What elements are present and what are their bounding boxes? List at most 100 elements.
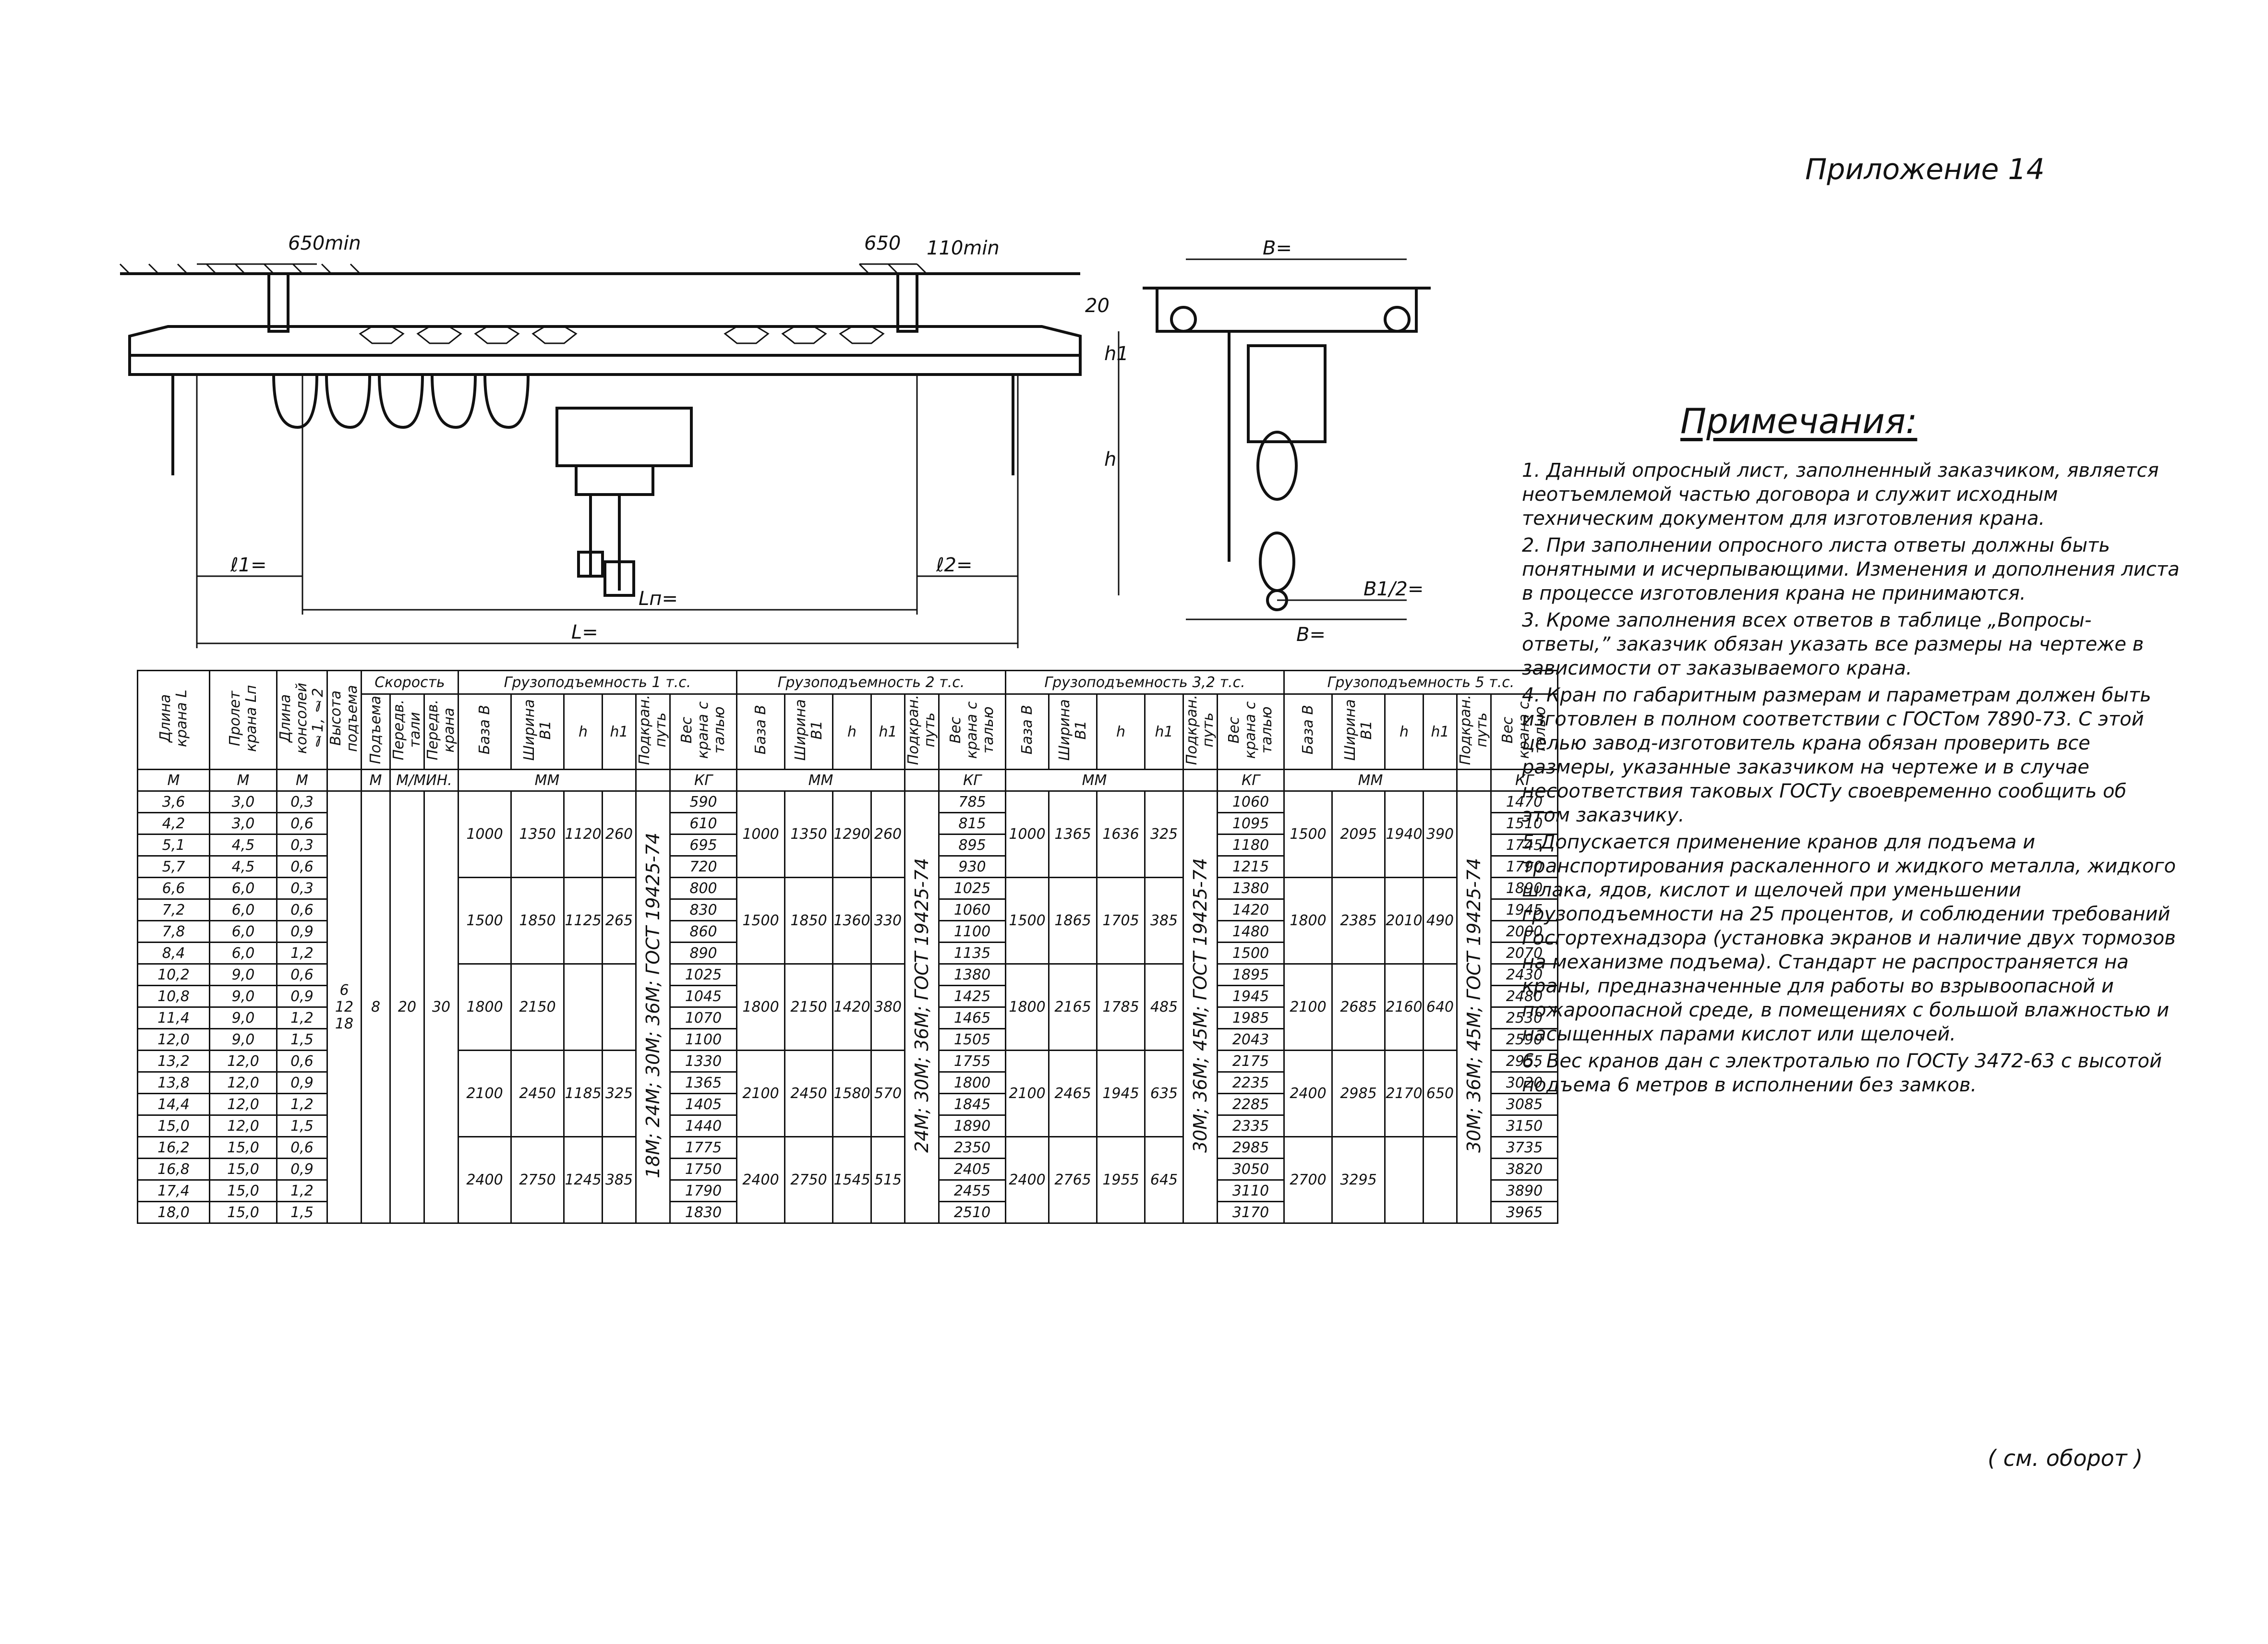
cell-weight: 1755 — [938, 1050, 1006, 1073]
cell-dim: 2400 — [458, 1136, 512, 1224]
cell-dim: 1545 — [832, 1136, 872, 1224]
hdr-width: Ширина B1 — [1048, 693, 1098, 771]
cell-console: 0,3 — [276, 834, 328, 857]
cell-dim: 1000 — [1005, 790, 1050, 879]
cell-crane-length: 12,0 — [137, 1028, 210, 1052]
dim-b1-half: B1/2= — [1363, 578, 1424, 600]
cell-weight: 2070 — [1490, 942, 1558, 965]
cell-dim: 1800 — [1283, 877, 1333, 965]
unit-m: М — [276, 769, 328, 792]
cell-crane-length: 15,0 — [137, 1114, 210, 1138]
cell-console: 0,6 — [276, 963, 328, 987]
cell-dim: 2150 — [784, 963, 833, 1052]
lift-height-value: 18 — [335, 1015, 354, 1033]
cell-dim: 1290 — [832, 790, 872, 879]
notes-heading: Примечания: — [1680, 401, 1918, 441]
lift-height-value: 12 — [335, 999, 354, 1016]
cell-span: 15,0 — [209, 1179, 277, 1203]
hdr-weight: Вес крана с талью — [1490, 693, 1558, 771]
cell-dim: 640 — [1423, 963, 1458, 1052]
hdr-rail: Подкран. путь — [635, 693, 671, 771]
cell-crane-length: 7,8 — [137, 920, 210, 943]
cell-weight: 800 — [669, 877, 737, 900]
dim-l2: ℓ2= — [936, 554, 973, 576]
cell-span: 4,5 — [209, 855, 277, 879]
crane-side-view-drawing: B= B1/2= B= h h1 — [1104, 237, 1431, 646]
dim-l1: ℓ1= — [230, 554, 267, 576]
hdr-span: Пролет крана Lп — [209, 669, 277, 771]
cell-speed-hoist: 20 — [389, 790, 425, 1224]
lift-height-value: 6 — [339, 982, 349, 999]
cell-weight: 2455 — [938, 1179, 1006, 1203]
cell-dim: 635 — [1144, 1050, 1184, 1138]
cell-weight: 1895 — [1217, 963, 1285, 987]
rail-text: 18М; 24М; 30М; 36М; ГОСТ 19425-74 — [642, 832, 664, 1178]
cell-weight: 1830 — [669, 1201, 737, 1224]
hdr-speed-lift: Подъема — [361, 693, 391, 771]
cell-weight: 815 — [938, 812, 1006, 835]
cell-dim: 1000 — [458, 790, 512, 879]
cell-span: 6,0 — [209, 898, 277, 922]
cell-console: 1,2 — [276, 1093, 328, 1116]
cell-weight: 890 — [669, 942, 737, 965]
cell-crane-length: 6,6 — [137, 877, 210, 900]
cell-weight: 3170 — [1217, 1201, 1285, 1224]
hdr-speed-hoist: Передв. тали — [389, 693, 425, 771]
hdr-h1: h1 — [1423, 693, 1458, 771]
cell-dim: 2985 — [1331, 1050, 1386, 1138]
cell-weight: 1405 — [669, 1093, 737, 1116]
cell-dim: 390 — [1423, 790, 1458, 879]
cell-weight: 1945 — [1490, 898, 1558, 922]
cell-dim: 2010 — [1384, 877, 1424, 965]
cell-console: 0,9 — [276, 1071, 328, 1095]
hdr-rail: Подкран. путь — [904, 693, 940, 771]
cell-weight: 1775 — [669, 1136, 737, 1160]
cell-dim: 645 — [1144, 1136, 1184, 1224]
note-5: 5 Допускается применение кранов для подъ… — [1522, 831, 2176, 1045]
cell-dim: 3295 — [1331, 1136, 1386, 1224]
dim-l: L= — [571, 621, 598, 643]
cell-dim: 1580 — [832, 1050, 872, 1138]
cell-dim: 2450 — [784, 1050, 833, 1138]
cell-crane-length: 16,2 — [137, 1136, 210, 1160]
hdr-speed-crane: Передв. крана — [423, 693, 459, 771]
cell-dim: 1705 — [1096, 877, 1146, 965]
cell-weight: 2530 — [1490, 1006, 1558, 1030]
cell-weight: 2430 — [1490, 963, 1558, 987]
cell-dim: 2400 — [1005, 1136, 1050, 1224]
cell-dim: 2150 — [510, 963, 565, 1052]
dim-h: h — [1104, 448, 1116, 471]
cell-weight: 3085 — [1490, 1093, 1558, 1116]
hdr-cap1: Грузоподъемность 1 т.с. — [458, 670, 737, 695]
hdr-console: Длина консолей ℓ1, ℓ2 — [276, 669, 328, 771]
dim-200min: 200min — [1085, 295, 1109, 317]
cell-dim: 1865 — [1048, 877, 1098, 965]
cell-weight: 3020 — [1490, 1071, 1558, 1095]
cell-span: 12,0 — [209, 1114, 277, 1138]
cell-weight: 2285 — [1217, 1093, 1285, 1116]
cell-dim — [1423, 1136, 1458, 1224]
hdr-weight: Вес крана с талью — [938, 693, 1006, 771]
cell-span: 12,0 — [209, 1093, 277, 1116]
cell-dim: 1360 — [832, 877, 872, 965]
cell-span: 15,0 — [209, 1136, 277, 1160]
cell-console: 1,2 — [276, 1179, 328, 1203]
cell-console: 0,3 — [276, 877, 328, 900]
cell-console: 0,6 — [276, 1136, 328, 1160]
cell-dim: 2450 — [510, 1050, 565, 1138]
cell-weight: 930 — [938, 855, 1006, 879]
cell-dim: 2095 — [1331, 790, 1386, 879]
cell-weight: 895 — [938, 834, 1006, 857]
cell-weight: 2480 — [1490, 985, 1558, 1008]
cell-dim: 1125 — [563, 877, 603, 965]
cell-dim: 1800 — [736, 963, 785, 1052]
cell-dim: 2100 — [1005, 1050, 1050, 1138]
